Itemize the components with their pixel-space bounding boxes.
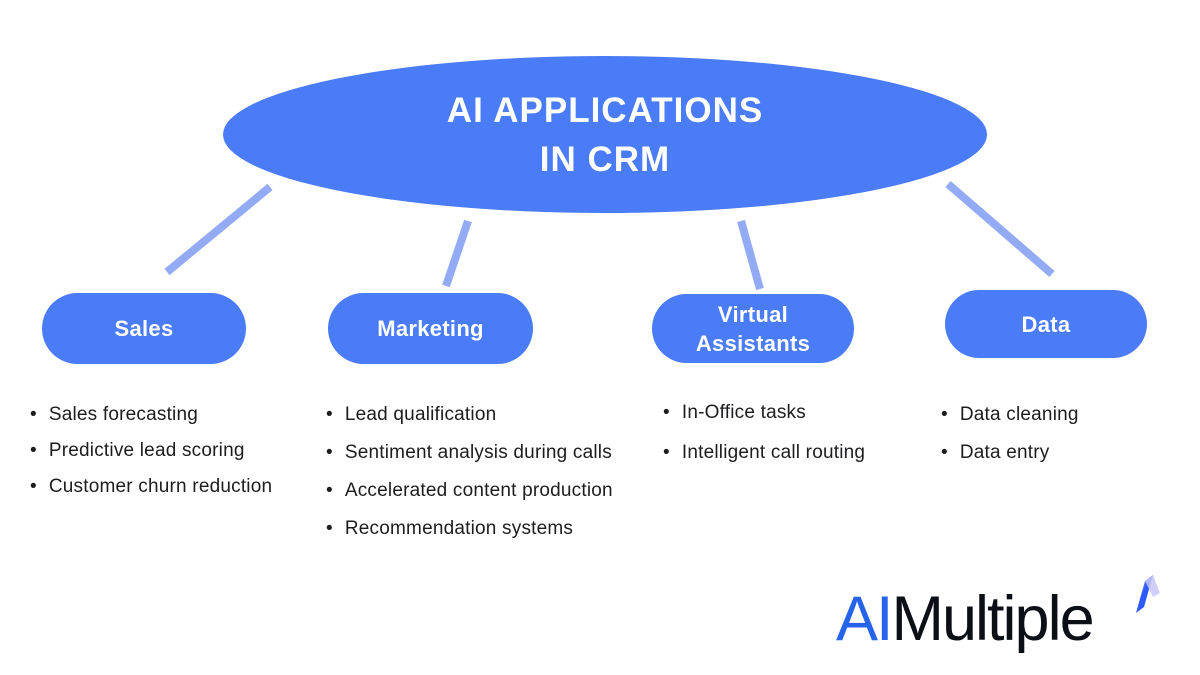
sales-item-list: Sales forecasting Predictive lead scorin… [30, 403, 272, 498]
branch-label-virtual-assistants: Virtual Assistants [695, 301, 811, 356]
branch-pill-data: Data [945, 290, 1147, 358]
list-item: In-Office tasks [663, 401, 865, 424]
connector-line-marketing [442, 219, 472, 288]
list-item: Intelligent call routing [663, 441, 865, 464]
list-item: Data cleaning [941, 403, 1079, 426]
list-item: Accelerated content production [326, 479, 613, 502]
list-item: Data entry [941, 441, 1079, 464]
list-item: Sentiment analysis during calls [326, 441, 613, 464]
branch-pill-virtual-assistants: Virtual Assistants [652, 294, 854, 363]
list-item: Sales forecasting [30, 403, 272, 426]
list-item: Customer churn reduction [30, 475, 272, 498]
list-item: Predictive lead scoring [30, 439, 272, 462]
branch-label-data: Data [1021, 311, 1071, 337]
data-item-list: Data cleaning Data entry [941, 403, 1079, 464]
connector-line-virtual-assistants [737, 219, 764, 291]
logo-text-ai: AI [836, 584, 894, 654]
virtual-assistants-item-list: In-Office tasks Intelligent call routing [663, 401, 865, 464]
branch-pill-marketing: Marketing [328, 293, 533, 364]
central-topic-ellipse: AI APPLICATIONS IN CRM [223, 56, 987, 213]
aimultiple-logo: AIMultiple [836, 584, 1095, 654]
title-line-1: AI APPLICATIONS [446, 90, 764, 130]
list-item: Lead qualification [326, 403, 613, 426]
connector-line-data [945, 180, 1055, 278]
branch-pill-sales: Sales [42, 293, 246, 364]
branch-label-marketing: Marketing [377, 316, 484, 341]
title-line-2: IN CRM [539, 139, 671, 179]
list-item: Recommendation systems [326, 517, 613, 540]
branch-label-sales: Sales [114, 316, 174, 341]
connector-line-sales [164, 183, 273, 276]
marketing-item-list: Lead qualification Sentiment analysis du… [326, 403, 613, 540]
logo-bolt-icon [1136, 575, 1160, 613]
logo-text-multiple: Multiple [891, 584, 1095, 654]
